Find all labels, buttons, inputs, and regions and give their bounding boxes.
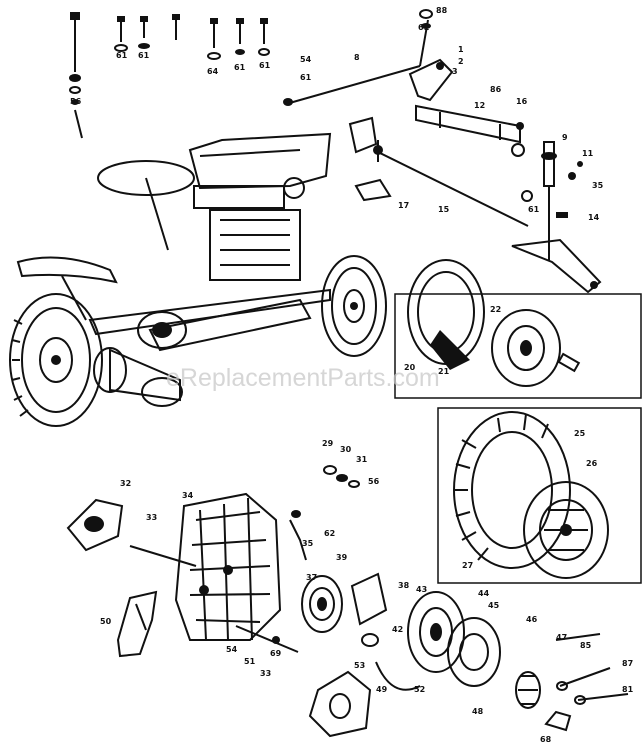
rear-tire (9, 293, 103, 427)
callout-1: 1 (458, 45, 464, 54)
callout-56: 56 (368, 477, 380, 486)
callout-46: 46 (526, 615, 538, 624)
large-pulley (407, 591, 465, 673)
callout-30: 30 (340, 445, 352, 454)
callout-81: 81 (622, 685, 634, 694)
bolt-set-1 (114, 14, 180, 52)
watermark-text: eReplacementParts.com (166, 364, 440, 392)
bracket-50 (116, 590, 158, 658)
callout-61: 61 (234, 63, 246, 72)
axle-shaft-51 (235, 625, 299, 653)
callout-44: 44 (478, 589, 490, 598)
callout-49: 49 (376, 685, 388, 694)
callout-54: 54 (300, 55, 312, 64)
callout-9: 9 (562, 133, 568, 142)
hub-flange (308, 670, 372, 738)
callout-69: 69 (270, 649, 282, 658)
callout-34: 34 (182, 491, 194, 500)
callout-45: 45 (488, 601, 500, 610)
rear-wheel-inset (437, 407, 642, 584)
callout-3: 3 (452, 67, 458, 76)
callout-17: 17 (398, 201, 409, 210)
callout-88: 88 (436, 6, 448, 15)
steering-arm (408, 58, 454, 102)
callout-54: 54 (226, 645, 238, 654)
callout-64: 64 (207, 67, 219, 76)
small-pulley (350, 572, 388, 647)
callout-48: 48 (472, 707, 484, 716)
callout-labels: 88 61 1 2 3 61 61 64 61 61 54 61 56 8 12… (70, 6, 634, 744)
tractor-assembly (9, 132, 387, 427)
front-wheel-inset (394, 259, 642, 399)
callout-11: 11 (582, 149, 594, 158)
callout-86: 86 (490, 85, 502, 94)
callout-22: 22 (490, 305, 501, 314)
callout-32: 32 (120, 479, 131, 488)
callout-33: 33 (260, 669, 271, 678)
spindle (511, 141, 602, 294)
callout-62: 62 (324, 529, 335, 538)
callout-12: 12 (474, 101, 485, 110)
callout-85: 85 (580, 641, 592, 650)
callout-50: 50 (100, 617, 112, 626)
callout-33: 33 (146, 513, 157, 522)
callout-51: 51 (244, 657, 256, 666)
callout-27: 27 (462, 561, 473, 570)
callout-2: 2 (458, 57, 464, 66)
callout-26: 26 (586, 459, 598, 468)
callout-31: 31 (356, 455, 368, 464)
drive-belt (375, 661, 421, 691)
spur-gear (301, 575, 343, 633)
callout-38: 38 (398, 581, 410, 590)
callout-25: 25 (574, 429, 586, 438)
callout-52: 52 (414, 685, 425, 694)
callout-37: 37 (306, 573, 317, 582)
callout-21: 21 (438, 367, 450, 376)
callout-20: 20 (404, 363, 416, 372)
callout-47: 47 (556, 633, 567, 642)
callout-35: 35 (592, 181, 604, 190)
callout-61: 61 (418, 23, 430, 32)
bearing-cap (66, 498, 124, 552)
pins-and-bolts-right (544, 633, 629, 732)
callout-39: 39 (336, 553, 348, 562)
callout-43: 43 (416, 585, 427, 594)
callout-16: 16 (516, 97, 528, 106)
front-tire (321, 255, 387, 357)
callout-35: 35 (302, 539, 314, 548)
washers-center (289, 465, 360, 561)
callout-14: 14 (588, 213, 600, 222)
sprocket (515, 671, 541, 709)
callout-61: 61 (259, 61, 271, 70)
callout-61: 61 (300, 73, 312, 82)
callout-68: 68 (540, 735, 552, 744)
callout-87: 87 (622, 659, 633, 668)
callout-8: 8 (354, 53, 360, 62)
long-bolt (69, 12, 83, 139)
callout-42: 42 (392, 625, 403, 634)
callout-61: 61 (138, 51, 150, 60)
callout-15: 15 (438, 205, 450, 214)
axle-bracket (415, 104, 525, 157)
callout-61: 61 (116, 51, 128, 60)
bolt-set-2 (207, 18, 270, 60)
shaft-left (129, 545, 197, 567)
drag-link-rod (283, 9, 433, 106)
tie-rod (373, 140, 529, 227)
clutch-drum (447, 617, 501, 687)
small-parts-right (348, 116, 583, 218)
callout-29: 29 (322, 439, 334, 448)
callout-56: 56 (70, 97, 82, 106)
callout-61: 61 (528, 205, 540, 214)
callout-53: 53 (354, 661, 365, 670)
transaxle-housing (174, 492, 282, 641)
